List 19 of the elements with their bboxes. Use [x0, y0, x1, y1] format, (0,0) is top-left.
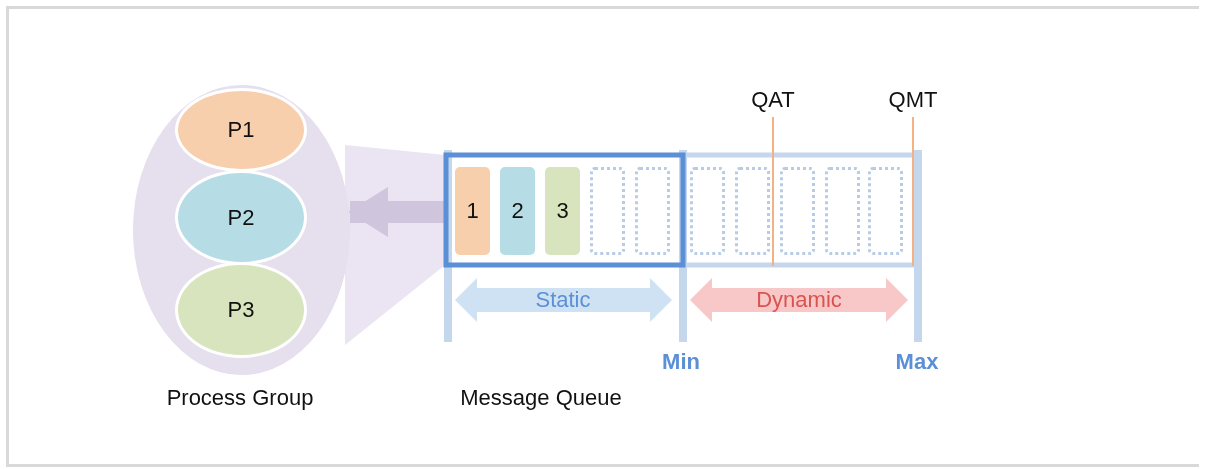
group-title: Process Group — [166, 385, 314, 411]
range-label: Dynamic — [756, 287, 842, 313]
empty-slot — [590, 167, 625, 255]
threshold-label: QAT — [751, 87, 795, 113]
empty-slot — [780, 167, 815, 255]
range-label: Static — [535, 287, 591, 313]
message-slot: 3 — [545, 167, 580, 255]
limit-label: Max — [895, 349, 939, 375]
empty-slot — [868, 167, 903, 255]
message-slot: 1 — [455, 167, 490, 255]
empty-slot — [735, 167, 770, 255]
empty-slot — [690, 167, 725, 255]
queue-title: Message Queue — [460, 385, 622, 411]
arrow — [348, 187, 444, 237]
threshold-label: QMT — [888, 87, 938, 113]
empty-slot — [825, 167, 860, 255]
empty-slot — [635, 167, 670, 255]
limit-label: Min — [662, 349, 700, 375]
message-slot: 2 — [500, 167, 535, 255]
